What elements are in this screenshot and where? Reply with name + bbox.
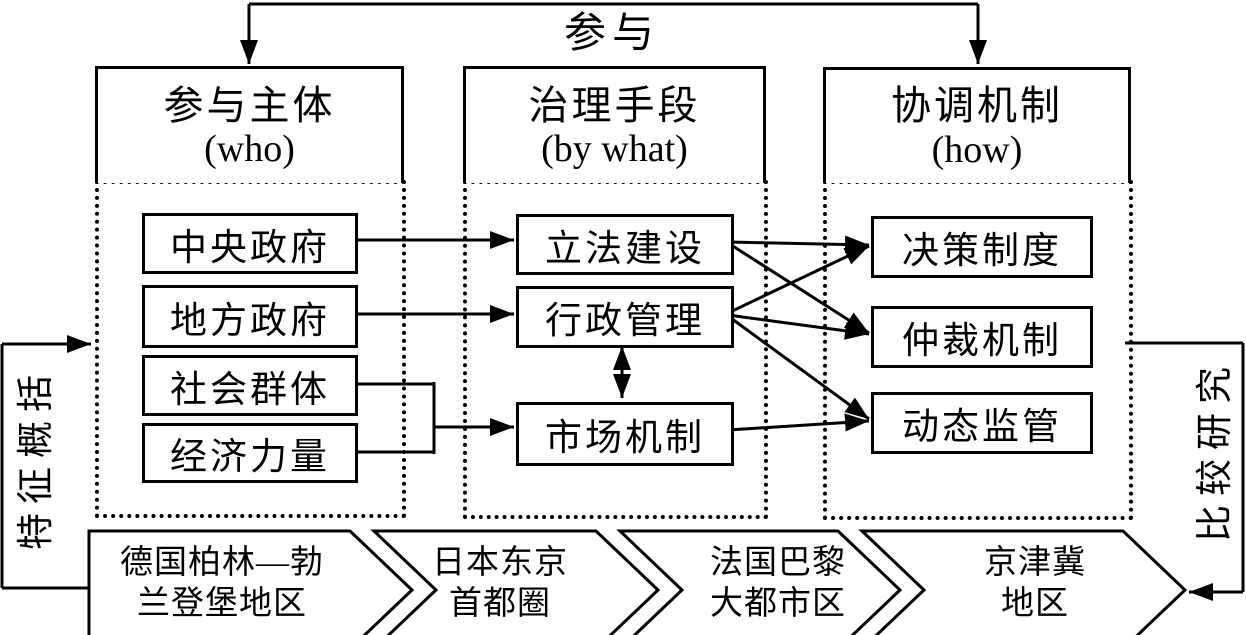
case-jingjinji-line2: 地区 [1001, 586, 1069, 622]
header-coordination: 协调机制 (how) [823, 67, 1131, 183]
node-central-government: 中央政府 [142, 213, 358, 274]
case-chevron-shapes [87, 529, 1188, 635]
node-arbitration-mechanism: 仲裁机制 [871, 306, 1093, 368]
node-dynamic-supervision: 动态监管 [871, 392, 1093, 454]
node-legislation: 立法建设 [516, 214, 734, 275]
chevron-germany [87, 529, 415, 635]
header-coordination-en: (how) [931, 128, 1023, 171]
node-market-mechanism: 市场机制 [516, 402, 734, 466]
node-decision-system: 决策制度 [871, 216, 1093, 278]
header-participants-en: (who) [204, 128, 295, 171]
header-participants: 参与主体 (who) [95, 66, 404, 183]
node-social-groups: 社会群体 [142, 355, 358, 416]
label-feature-summary: 特征概括 [16, 366, 57, 550]
participate-label: 参与 [563, 10, 660, 57]
label-comparative-research: 比较研究 [1195, 358, 1236, 542]
case-japan: 日本东京 首都圈 [370, 543, 630, 625]
case-japan-line2: 首都圈 [449, 586, 551, 622]
header-governance-means-zh: 治理手段 [528, 82, 701, 128]
header-participants-zh: 参与主体 [163, 82, 336, 128]
chevron-france [616, 529, 903, 635]
case-jingjinji-line1: 京津冀 [984, 545, 1086, 581]
case-france: 法国巴黎 大都市区 [648, 543, 908, 625]
chevron-japan [370, 529, 661, 635]
header-governance-means-en: (by what) [541, 128, 688, 171]
case-jingjinji: 京津冀 地区 [905, 543, 1165, 625]
case-japan-line1: 日本东京 [432, 545, 568, 581]
header-coordination-zh: 协调机制 [891, 83, 1063, 129]
case-germany-line2: 兰登堡地区 [137, 586, 307, 622]
header-governance-means: 治理手段 (by what) [463, 66, 766, 183]
case-germany: 德国柏林—勃 兰登堡地区 [92, 543, 352, 625]
case-france-line2: 大都市区 [710, 586, 846, 622]
node-economic-forces: 经济力量 [142, 423, 358, 483]
case-france-line1: 法国巴黎 [710, 545, 846, 581]
node-local-government: 地方政府 [142, 285, 358, 348]
node-administration: 行政管理 [516, 286, 734, 348]
flow-arrows [0, 2, 1245, 601]
case-germany-line1: 德国柏林—勃 [120, 545, 324, 581]
chevron-jingjinji [858, 529, 1188, 635]
